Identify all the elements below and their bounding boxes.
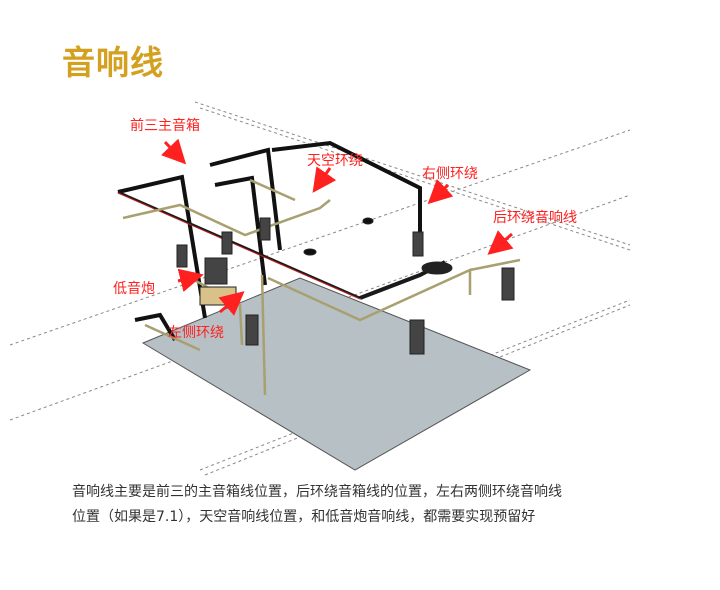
label-rear-surround: 后环绕音响线 xyxy=(493,210,577,226)
description-line-1: 音响线主要是前三的主音箱线位置，后环绕音箱线的位置，左右两侧环绕音响线 xyxy=(72,484,562,500)
label-right-surround: 右侧环绕 xyxy=(422,166,478,182)
floor xyxy=(141,277,532,471)
description: 音响线主要是前三的主音箱线位置，后环绕音箱线的位置，左右两侧环绕音响线 位置（如… xyxy=(72,480,672,530)
page-title: 音响线 xyxy=(62,43,164,82)
label-sky-surround: 天空环绕 xyxy=(307,153,363,169)
description-line-2: 位置（如果是7.1），天空音响线位置，和低音炮音响线，都需要实现预留好 xyxy=(72,509,536,525)
label-subwoofer: 低音炮 xyxy=(113,281,155,297)
label-left-surround: 左侧环绕 xyxy=(168,325,224,341)
label-front-three: 前三主音箱 xyxy=(130,118,200,134)
speakers xyxy=(176,217,515,355)
red-arrows xyxy=(160,138,514,316)
